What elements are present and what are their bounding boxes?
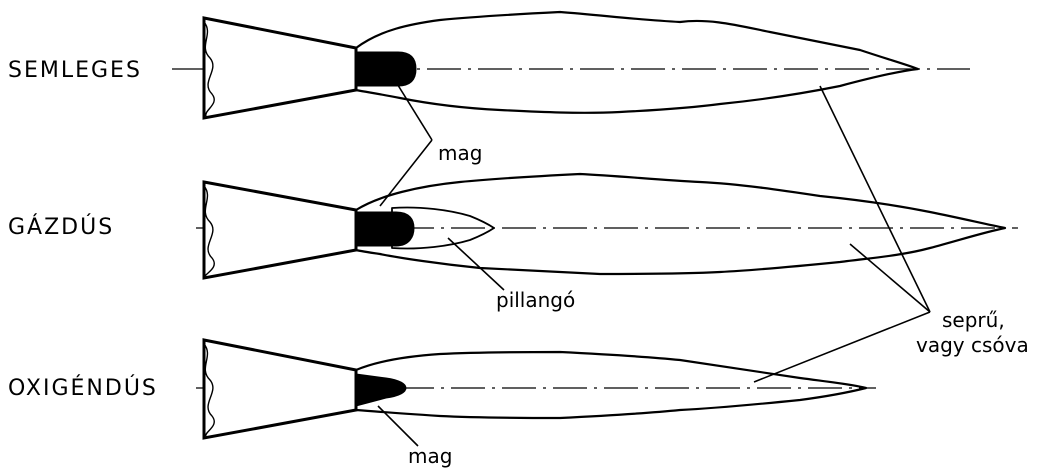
flame-row-carburizing: GÁZDÚS (8, 172, 1018, 280)
outer-plume-neutral (355, 10, 920, 114)
leader-mag-top-to-row2 (379, 139, 433, 207)
nozzle-break-carburizing (203, 185, 215, 277)
leader-lines (377, 81, 931, 447)
inner-core-carburizing (355, 211, 415, 247)
torch-nozzle-oxidizing (202, 338, 358, 440)
torch-nozzle-carburizing (202, 180, 358, 280)
nozzle-break-oxidizing (203, 343, 215, 437)
torch-nozzle-neutral (202, 16, 358, 120)
leader-feather (447, 237, 505, 291)
callout-core-top: mag (438, 141, 482, 165)
leader-mag-top-to-row1 (395, 81, 433, 141)
outer-plume-carburizing (355, 172, 1007, 276)
nozzle-break-neutral (203, 21, 215, 117)
inner-core-neutral (355, 51, 417, 87)
feather-carburizing (391, 206, 495, 250)
leader-plume-row2 (849, 243, 931, 313)
leader-mag-bottom (377, 405, 419, 447)
row-label-oxidizing: OXIGÉNDÚS (8, 375, 158, 401)
outer-plume-oxidizing (355, 350, 868, 420)
callout-feather: pillangó (496, 288, 575, 312)
row-label-neutral: SEMLEGES (8, 58, 142, 83)
flame-row-neutral: SEMLEGES (8, 10, 970, 120)
callout-plume-line1: seprű, (942, 308, 1005, 332)
flame-row-oxidizing: OXIGÉNDÚS (8, 338, 876, 440)
leader-plume-row3 (753, 311, 931, 383)
inner-core-oxidizing (355, 373, 407, 407)
callout-core-bottom: mag (408, 444, 452, 468)
leader-plume-row1 (819, 85, 931, 313)
row-label-carburizing: GÁZDÚS (8, 214, 114, 240)
callout-plume-line2: vagy csóva (916, 333, 1029, 357)
